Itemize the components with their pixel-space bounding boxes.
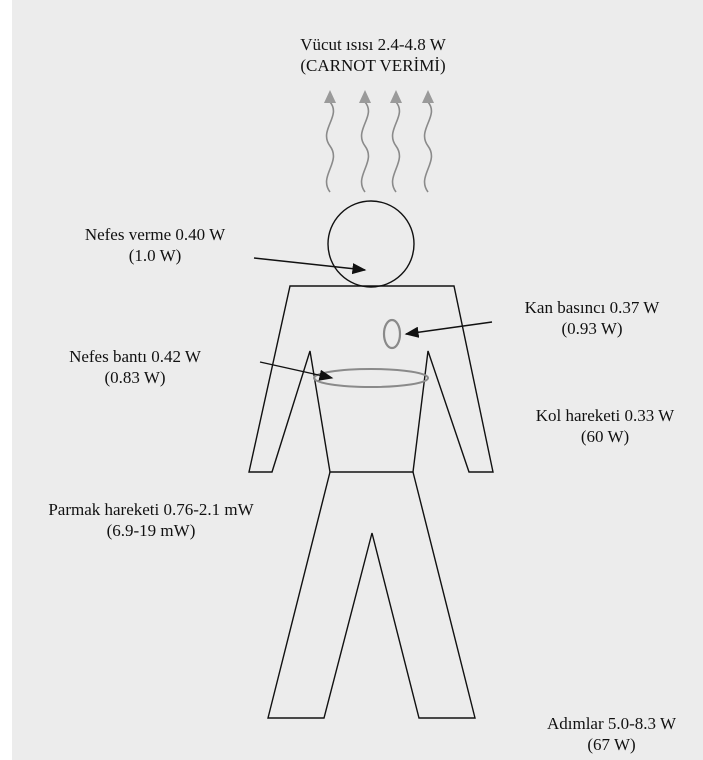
breathing-label: Nefes verme 0.40 W (1.0 W) bbox=[55, 224, 255, 266]
heat-arrow-1 bbox=[324, 90, 336, 103]
heat-arrow-4 bbox=[422, 90, 434, 103]
heat-arrow-3 bbox=[390, 90, 402, 103]
arm-motion-value: Kol hareketi 0.33 W bbox=[507, 405, 703, 426]
heat-wave-4 bbox=[425, 102, 432, 192]
body-heat-note: (CARNOT VERİMİ) bbox=[268, 55, 478, 76]
breath-band-value: Nefes bantı 0.42 W bbox=[40, 346, 230, 367]
heat-waves bbox=[327, 102, 432, 192]
heat-wave-2 bbox=[362, 102, 369, 192]
blood-pressure-note: (0.93 W) bbox=[497, 318, 687, 339]
legs-outline bbox=[268, 472, 475, 718]
arm-motion-note: (60 W) bbox=[507, 426, 703, 447]
head bbox=[328, 201, 414, 287]
body-heat-value: Vücut ısısı 2.4-4.8 W bbox=[268, 34, 478, 55]
blood-pressure-value: Kan basıncı 0.37 W bbox=[497, 297, 687, 318]
heat-wave-3 bbox=[393, 102, 400, 192]
body-heat-label: Vücut ısısı 2.4-4.8 W (CARNOT VERİMİ) bbox=[268, 34, 478, 76]
finger-motion-label: Parmak hareketi 0.76-2.1 mW (6.9-19 mW) bbox=[16, 499, 286, 541]
breath-band-label: Nefes bantı 0.42 W (0.83 W) bbox=[40, 346, 230, 388]
heat-arrowheads bbox=[324, 90, 434, 103]
finger-motion-value: Parmak hareketi 0.76-2.1 mW bbox=[16, 499, 286, 520]
breath-band-note: (0.83 W) bbox=[40, 367, 230, 388]
footfalls-label: Adımlar 5.0-8.3 W (67 W) bbox=[520, 713, 703, 755]
heat-wave-1 bbox=[327, 102, 334, 192]
finger-motion-note: (6.9-19 mW) bbox=[16, 520, 286, 541]
breathing-value: Nefes verme 0.40 W bbox=[55, 224, 255, 245]
torso-arms-outline bbox=[249, 286, 493, 472]
heart-oval bbox=[384, 320, 400, 348]
blood-pressure-label: Kan basıncı 0.37 W (0.93 W) bbox=[497, 297, 687, 339]
breathing-note: (1.0 W) bbox=[55, 245, 255, 266]
blood-pressure-arrow bbox=[406, 322, 492, 334]
breathing-arrow bbox=[254, 258, 365, 270]
footfalls-note: (67 W) bbox=[520, 734, 703, 755]
footfalls-value: Adımlar 5.0-8.3 W bbox=[520, 713, 703, 734]
arm-motion-label: Kol hareketi 0.33 W (60 W) bbox=[507, 405, 703, 447]
heat-arrow-2 bbox=[359, 90, 371, 103]
